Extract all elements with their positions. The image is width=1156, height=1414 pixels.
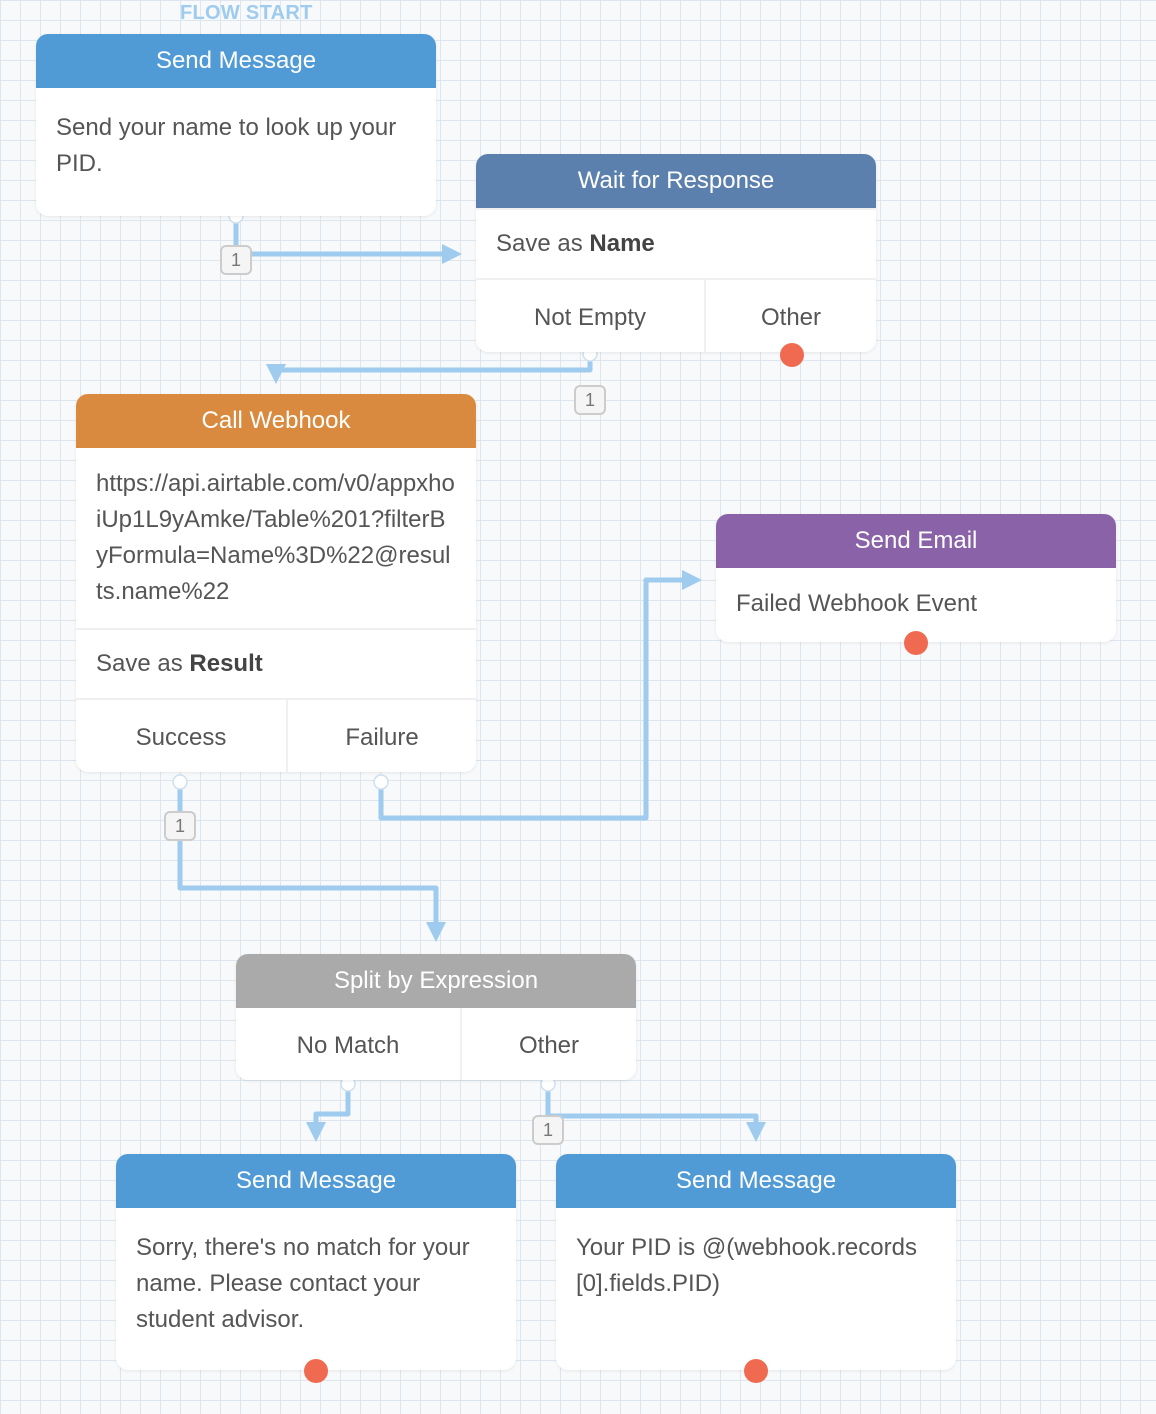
webhook-url: https://api.airtable.com/v0/appxhoiUp1L9…	[96, 470, 455, 605]
node-title[interactable]: Send Message	[36, 34, 436, 88]
exit-connector[interactable]	[172, 774, 188, 790]
node-title[interactable]: Send Email	[716, 514, 1116, 568]
link-no-match-to-send-message[interactable]	[306, 1083, 351, 1142]
link-count-badge: 1	[164, 811, 196, 841]
save-as-row: Save as Result	[76, 628, 476, 698]
exit-no-match[interactable]: No Match	[296, 1032, 400, 1059]
node-message-text: Sorry, there's no match for your name. P…	[136, 1234, 470, 1333]
unconnected-exit-dot[interactable]	[304, 1359, 328, 1383]
save-as-row: Save as Name	[476, 208, 876, 278]
save-as-variable: Result	[189, 650, 263, 677]
link-count-badge: 1	[532, 1115, 564, 1145]
node-title[interactable]: Send Message	[556, 1154, 956, 1208]
node-title[interactable]: Wait for Response	[476, 154, 876, 208]
node-wait-for-response[interactable]: Wait for Response Save as Name Not Empty…	[476, 154, 876, 352]
node-split-by-expression[interactable]: Split by Expression No Match Other	[236, 954, 636, 1080]
link-not-empty-to-webhook[interactable]	[266, 351, 593, 384]
exit-failure[interactable]: Failure	[286, 700, 476, 772]
node-send-message-2[interactable]: Send Message Sorry, there's no match for…	[116, 1154, 516, 1370]
unconnected-exit-dot[interactable]	[780, 343, 804, 367]
save-as-prefix: Save as	[96, 650, 190, 677]
node-call-webhook[interactable]: Call Webhook https://api.airtable.com/v0…	[76, 394, 476, 772]
exit-list: No Match Other	[236, 1008, 636, 1080]
link-count-badge: 1	[574, 385, 606, 415]
exit-list: Not Empty Other	[476, 278, 876, 352]
exit-not-empty[interactable]: Not Empty	[533, 304, 647, 331]
link-send-message-to-wait[interactable]	[233, 215, 462, 264]
node-message-text: Send your name to look up your PID.	[56, 114, 397, 177]
save-as-variable: Name	[589, 230, 655, 257]
node-title[interactable]: Split by Expression	[236, 954, 636, 1008]
node-send-message-1[interactable]: Send Message Send your name to look up y…	[36, 34, 436, 216]
node-send-email[interactable]: Send Email Failed Webhook Event	[716, 514, 1116, 642]
save-as-prefix: Save as	[496, 230, 590, 257]
link-success-to-split[interactable]	[177, 779, 446, 942]
flow-start-label: FLOW START	[180, 2, 313, 24]
node-title[interactable]: Call Webhook	[76, 394, 476, 448]
exit-list: Success Failure	[76, 698, 476, 772]
unconnected-exit-dot[interactable]	[744, 1359, 768, 1383]
exit-other[interactable]: Other	[460, 1008, 636, 1080]
exit-other[interactable]: Other	[704, 280, 876, 352]
node-message-text: Your PID is @(webhook.records[0].fields.…	[576, 1234, 917, 1297]
link-other-to-send-message[interactable]	[545, 1083, 766, 1142]
exit-success[interactable]: Success	[135, 724, 227, 751]
unconnected-exit-dot[interactable]	[904, 631, 928, 655]
node-title[interactable]: Send Message	[116, 1154, 516, 1208]
link-count-badge: 1	[220, 245, 252, 275]
email-subject: Failed Webhook Event	[736, 590, 978, 617]
exit-connector[interactable]	[373, 774, 389, 790]
node-send-message-3[interactable]: Send Message Your PID is @(webhook.recor…	[556, 1154, 956, 1370]
